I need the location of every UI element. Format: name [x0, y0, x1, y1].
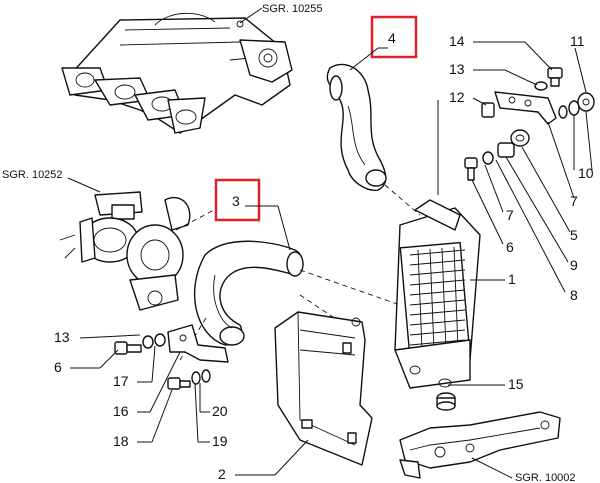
air-duct-part-2 — [274, 311, 373, 466]
callout-7-mid: 7 — [506, 207, 514, 223]
callout-13-top: 13 — [449, 61, 465, 77]
nut-part-12 — [481, 102, 495, 118]
callout-10: 10 — [578, 165, 594, 181]
bolt-part-14 — [547, 67, 563, 87]
callout-12: 12 — [449, 89, 465, 105]
ref-turbocharger: SGR. 10252 — [2, 169, 63, 181]
nut-part-11 — [577, 92, 595, 112]
callout-15: 15 — [508, 376, 524, 392]
crossmember-bracket — [399, 411, 561, 479]
highlight-part-3 — [214, 178, 261, 222]
nut-part-5 — [510, 129, 530, 147]
callout-4: 4 — [388, 30, 396, 46]
callout-14: 14 — [449, 33, 465, 49]
bracket-part-12 — [494, 91, 557, 125]
callout-5: 5 — [570, 227, 578, 243]
ref-intake-manifold: SGR. 10255 — [262, 3, 323, 15]
callout-6-mid: 6 — [506, 239, 514, 255]
callout-1: 1 — [508, 271, 516, 287]
hose-part-4 — [326, 63, 387, 191]
bolt-part-6-lower — [114, 341, 142, 355]
callout-13-lower: 13 — [54, 329, 70, 345]
bushing-part-9 — [497, 142, 515, 158]
bolt-part-18 — [167, 377, 191, 390]
callout-19: 19 — [212, 433, 228, 449]
turbocharger — [59, 191, 191, 311]
washer-part-7-upper — [482, 151, 494, 165]
highlight-part-4 — [370, 15, 418, 59]
callout-17: 17 — [113, 373, 129, 389]
intercooler-part-1 — [394, 199, 481, 389]
intake-manifold — [61, 12, 293, 134]
hose-part-3 — [193, 240, 304, 346]
callout-18: 18 — [113, 433, 129, 449]
washer-part-13-top — [534, 81, 548, 91]
callout-11: 11 — [570, 33, 585, 49]
bolt-part-6-upper — [464, 157, 478, 181]
washer-part-10 — [558, 100, 580, 119]
callout-8: 8 — [570, 287, 578, 303]
rubber-mount-part-15 — [436, 392, 456, 411]
washer-part-13-lower — [142, 333, 166, 349]
callout-6-lower: 6 — [54, 359, 62, 375]
ref-crossmember-bracket: SGR. 10002 — [515, 472, 576, 483]
bracket-part-16 — [167, 324, 229, 363]
callout-16: 16 — [113, 403, 129, 419]
callout-20: 20 — [212, 403, 228, 419]
callout-7-right: 7 — [570, 193, 578, 209]
washer-part-20 — [191, 369, 211, 385]
callout-3: 3 — [232, 193, 240, 209]
callout-9: 9 — [570, 257, 578, 273]
callout-2: 2 — [218, 466, 226, 482]
